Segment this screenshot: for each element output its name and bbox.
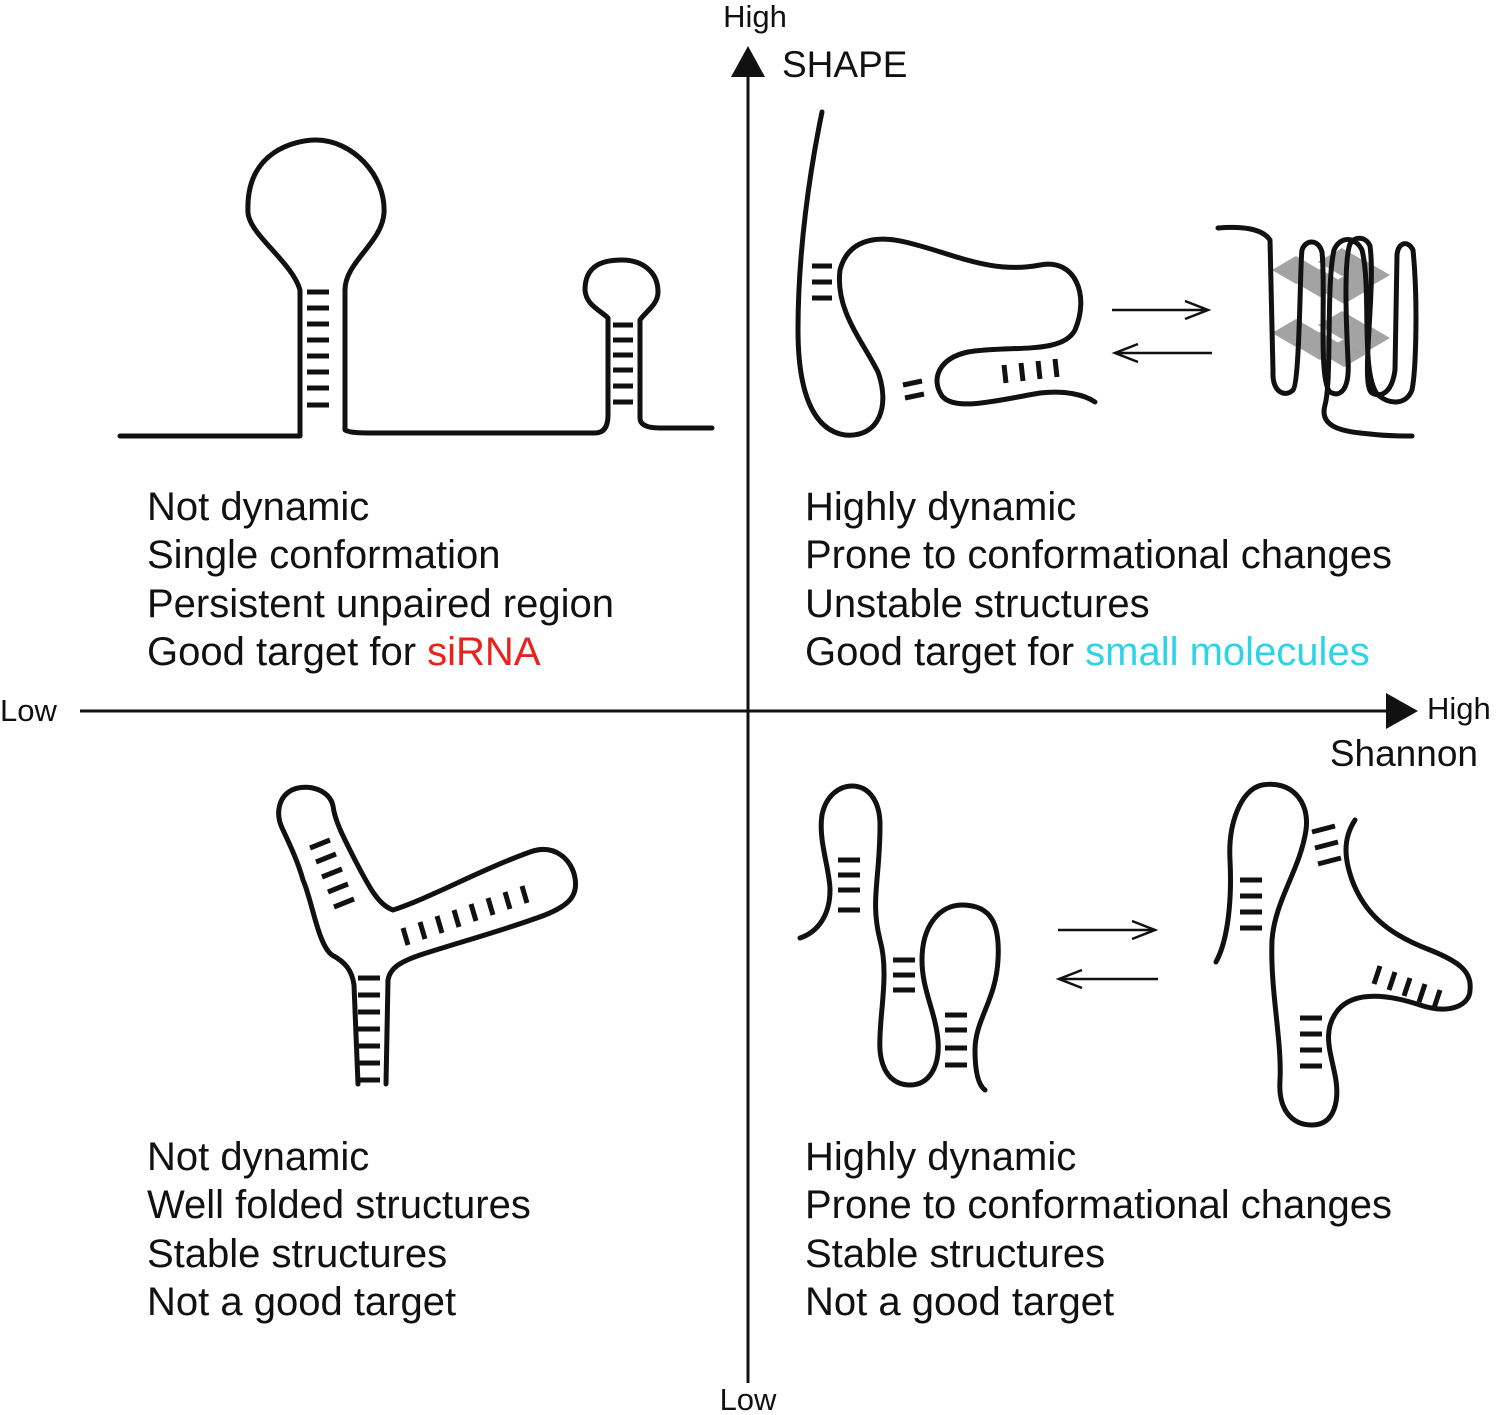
y-axis-high-label: High [723, 0, 787, 34]
top-left-line-3: Persistent unpaired region [147, 582, 614, 626]
bottom-left-line-4: Not a good target [147, 1280, 456, 1324]
sirna-highlight: siRNA [427, 630, 541, 674]
top-right-line-2: Prone to conformational changes [805, 533, 1392, 577]
g-quadruplex-icon [1215, 224, 1419, 439]
junction-stem-2-basepairs [400, 885, 530, 946]
bottom-right-line-1: Highly dynamic [805, 1135, 1076, 1179]
conformation-a-basepairs [838, 857, 967, 1068]
junction-stem-1-basepairs [309, 837, 355, 910]
x-axis-high-label: High [1427, 691, 1491, 726]
bottom-left-line-1: Not dynamic [147, 1135, 369, 1179]
conformation-b-basepairs [1240, 823, 1443, 1069]
bottom-left-line-2: Well folded structures [147, 1183, 531, 1227]
equilibrium-arrows-icon [1111, 299, 1212, 364]
top-left-line-2: Single conformation [147, 533, 501, 577]
top-left-target-prefix: Good target for [147, 630, 427, 674]
top-left-description: Not dynamic Single conformation Persiste… [147, 485, 614, 674]
junction-stem-3-basepairs [358, 975, 380, 1083]
y-axis-title: SHAPE [782, 44, 907, 85]
equilibrium-arrows-icon [1055, 919, 1159, 990]
small-molecules-highlight: small molecules [1085, 630, 1370, 674]
top-left-line-4: Good target for siRNA [147, 630, 541, 674]
bottom-right-line-3: Stable structures [805, 1232, 1105, 1276]
bottom-right-line-2: Prone to conformational changes [805, 1183, 1392, 1227]
x-axis-low-label: Low [0, 693, 57, 728]
dynamic-rna-icon [795, 109, 1098, 438]
hairpin-large-basepairs [307, 289, 329, 408]
x-axis-arrowhead-icon [1386, 693, 1418, 729]
three-way-junction-icon [276, 784, 579, 1087]
hairpin-small-basepairs [613, 322, 633, 405]
top-right-line-4: Good target for small molecules [805, 630, 1370, 674]
top-right-line-3: Unstable structures [805, 582, 1150, 626]
dynamic-rna-basepairs [812, 263, 1060, 401]
bottom-right-line-4: Not a good target [805, 1280, 1114, 1324]
top-right-description: Highly dynamic Prone to conformational c… [805, 485, 1392, 674]
y-axis-arrowhead-icon [731, 46, 765, 77]
bottom-right-description: Highly dynamic Prone to conformational c… [805, 1135, 1392, 1324]
top-right-line-1: Highly dynamic [805, 485, 1076, 529]
bottom-left-description: Not dynamic Well folded structures Stabl… [147, 1135, 531, 1324]
y-axis-low-label: Low [720, 1382, 777, 1415]
bottom-left-line-3: Stable structures [147, 1232, 447, 1276]
top-right-target-prefix: Good target for [805, 630, 1085, 674]
dynamic-rna-icon [1213, 781, 1473, 1128]
top-left-line-1: Not dynamic [147, 485, 369, 529]
x-axis-title: Shannon [1330, 733, 1478, 774]
dynamic-rna-icon [797, 783, 1001, 1093]
hairpin-rna-icon [117, 137, 715, 439]
